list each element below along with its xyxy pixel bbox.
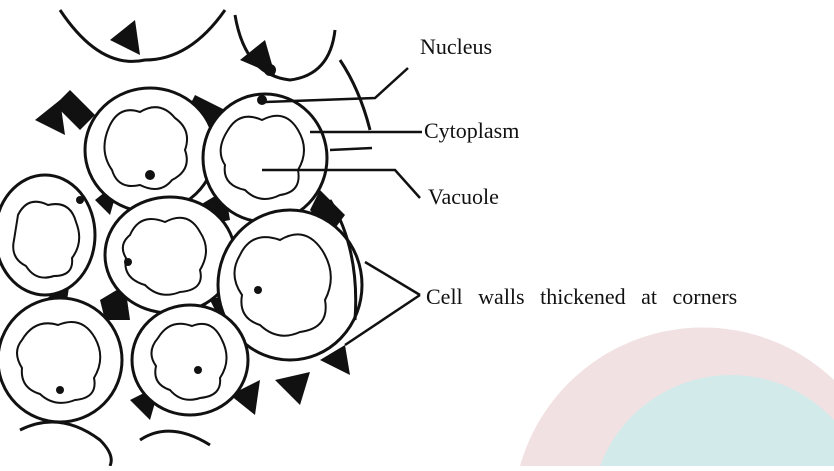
vacuole-label: Vacuole [428, 186, 499, 208]
cytoplasm-pointer-2 [330, 148, 372, 150]
cell-top-left [60, 10, 225, 61]
nucleus-label: Nucleus [420, 36, 492, 58]
cell-wall-pointer-1 [365, 262, 420, 295]
cell-6 [132, 305, 248, 415]
cell-top-far [340, 60, 370, 130]
cell-top-right [235, 15, 335, 80]
cell-walls-label: Cell walls thickened at corners [426, 286, 737, 308]
watermark [520, 328, 834, 466]
cell-bottom-mid [140, 431, 210, 445]
cell-bottom-left [20, 422, 111, 466]
cytoplasm-label: Cytoplasm [424, 120, 519, 142]
cells [0, 10, 370, 466]
